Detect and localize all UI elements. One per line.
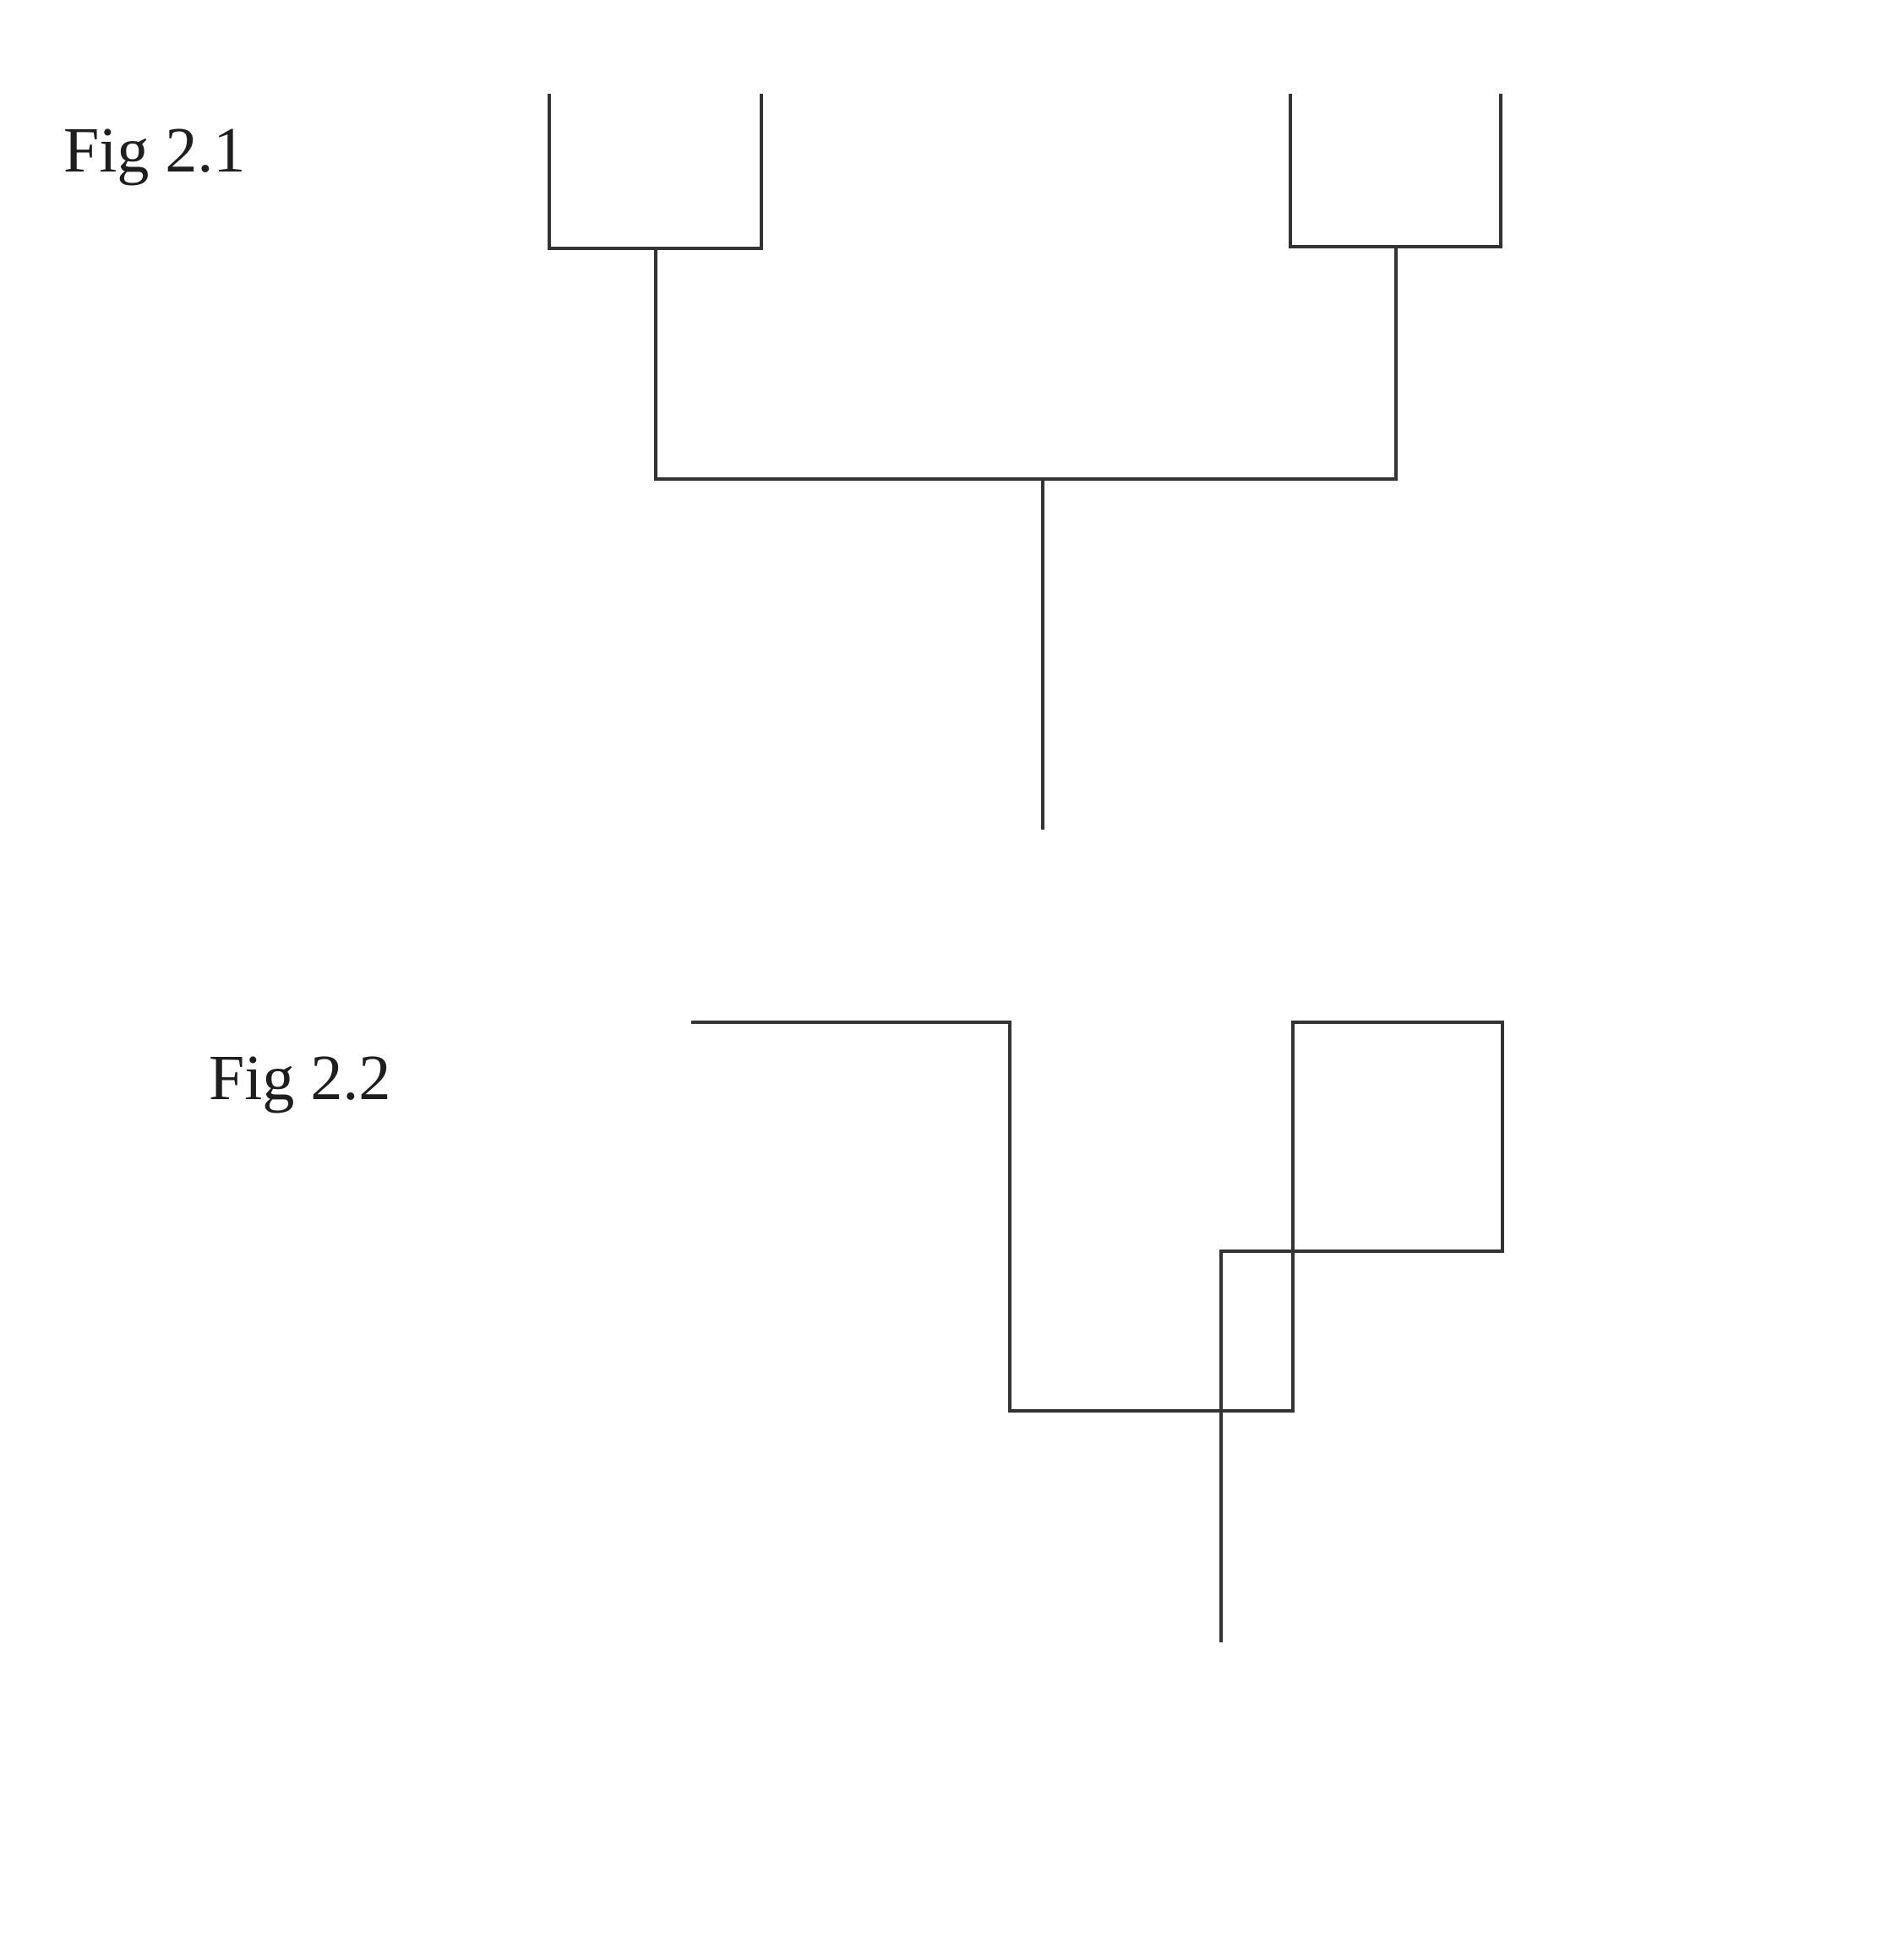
figure-label-fig-2-1: Fig 2.1	[63, 115, 246, 186]
fig-2-2-left-path	[691, 1021, 1504, 1642]
fig-2-2-drawing	[691, 1021, 1504, 1642]
figure-label-fig-2-2: Fig 2.2	[209, 1043, 391, 1113]
fig-2-1-right-upper-bracket	[1289, 94, 1502, 248]
fig-2-1-left-upper-bracket	[548, 94, 763, 250]
fig-2-1-drawing	[548, 94, 1502, 830]
